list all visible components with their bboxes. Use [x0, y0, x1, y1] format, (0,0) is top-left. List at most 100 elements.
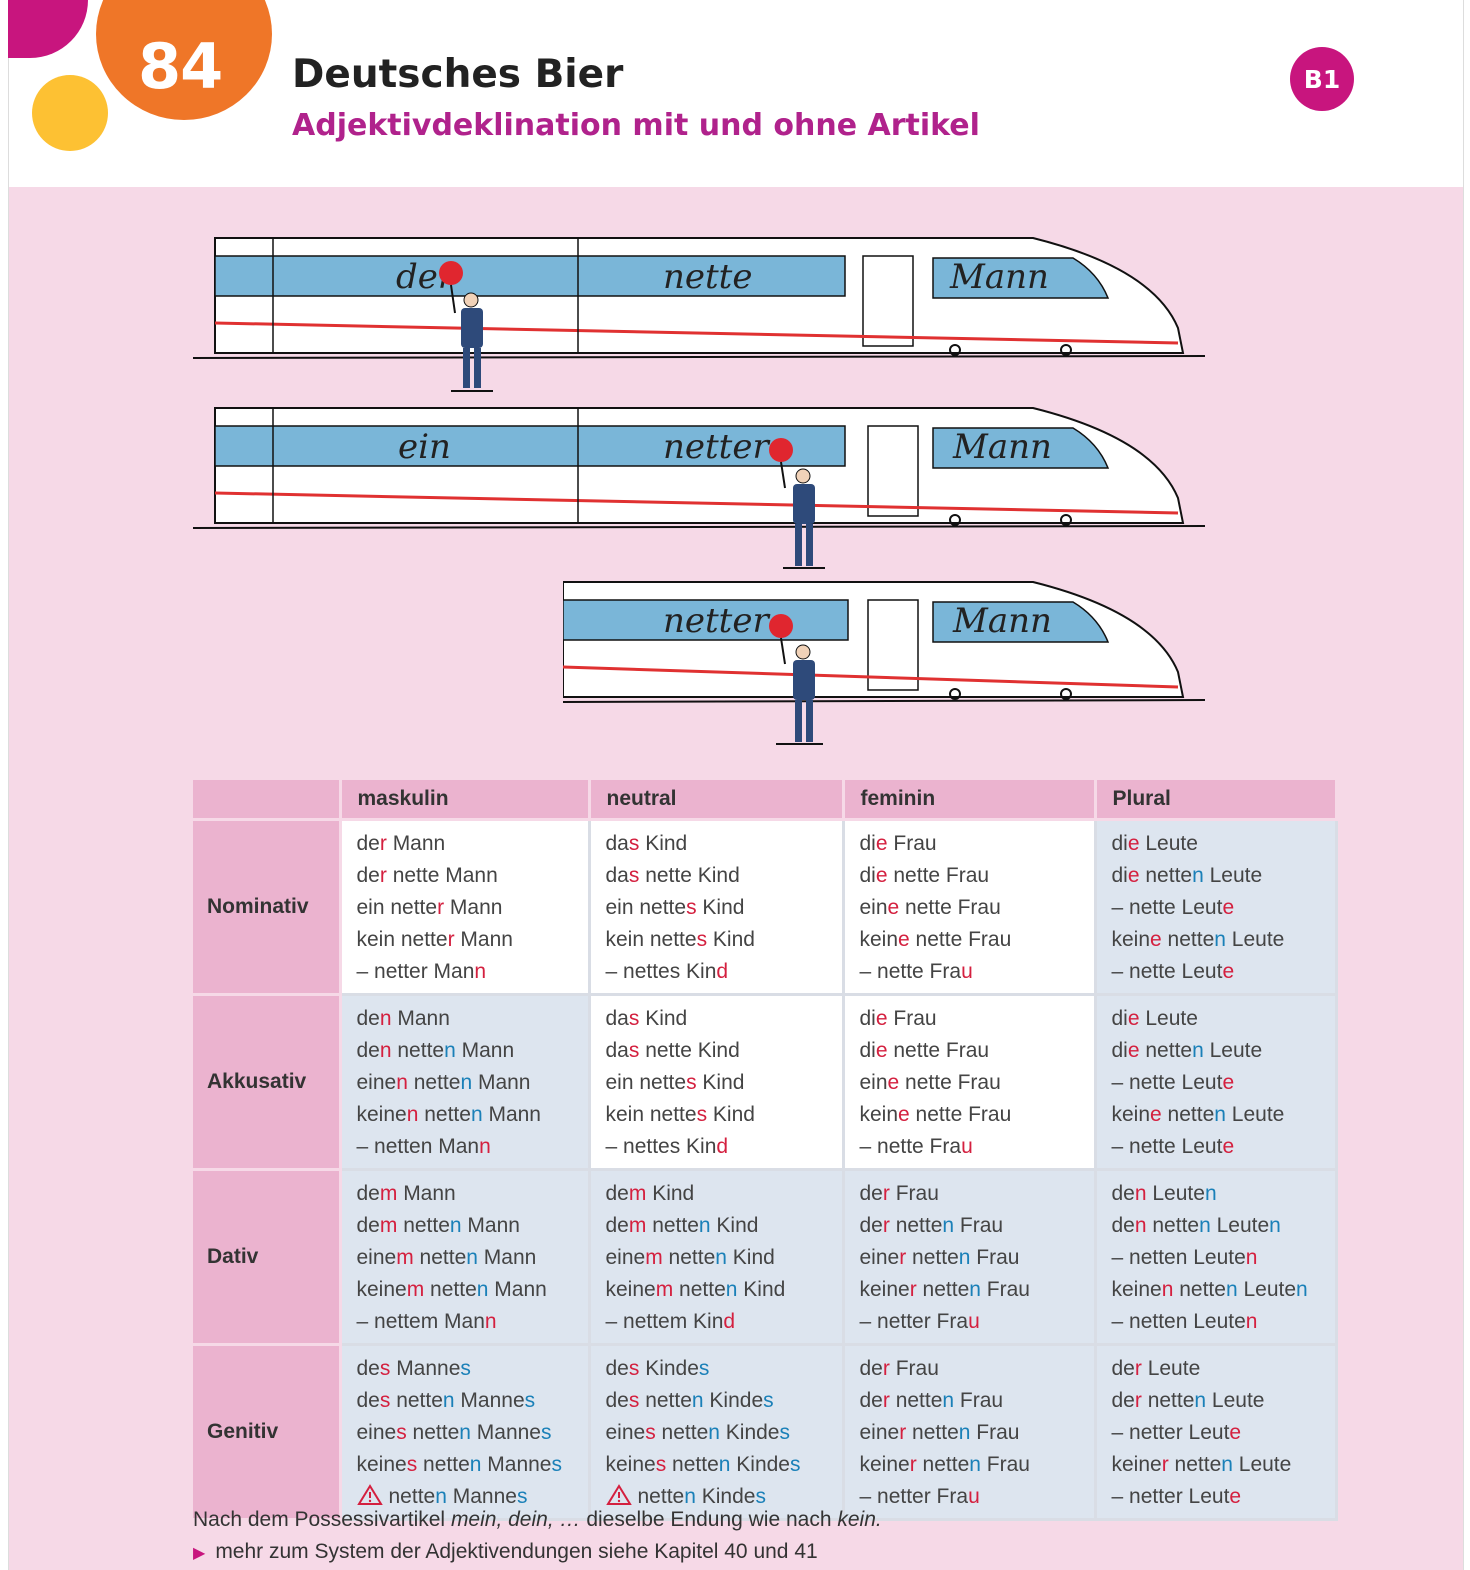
declension-form: kein nettes Kind [605, 928, 755, 951]
footnote-crossref[interactable]: ▶ mehr zum System der Adjektivendungen si… [193, 1540, 818, 1564]
declension-form: den Mann [356, 1007, 450, 1030]
declension-form: – nette Leute [1111, 1071, 1235, 1094]
declension-form: ein nettes Kind [605, 1071, 745, 1094]
declension-form: – netten Leuten [1111, 1310, 1258, 1333]
footnote-italic-1: mein, dein, … [450, 1508, 581, 1531]
conductor-figure-1 [451, 292, 493, 392]
chapter-number: 84 [138, 30, 223, 103]
table-cell: der Frau der netten Frau einer netten Frau… [843, 1344, 1097, 1521]
declension-form: der Frau [859, 1357, 939, 1380]
declension-form: – nette Leute [1111, 896, 1235, 919]
case-label: Akkusativ [193, 994, 342, 1171]
declension-form: das Kind [605, 832, 688, 855]
declension-form: – netter Leute [1111, 1485, 1242, 1508]
table-row: Nominativ der Mann der nette Mann ein nette… [193, 819, 1338, 996]
warning-icon [605, 1484, 632, 1516]
declension-form: der netten Frau [859, 1214, 1004, 1237]
declension-form: keine nette Frau [859, 1103, 1012, 1126]
table-corner [193, 780, 342, 821]
declension-form: den Leuten [1111, 1182, 1217, 1205]
footnote-text-mid: dieselbe Endung wie nach [580, 1508, 838, 1531]
table-cell: dem Kind dem netten Kind einem netten Kind… [589, 1169, 845, 1346]
train-word-noun: Mann [949, 257, 1049, 297]
train-word-article: ein [398, 427, 451, 467]
declension-form: keine netten Leute [1111, 928, 1285, 951]
declension-form: die Frau [859, 832, 937, 855]
declension-form: die netten Leute [1111, 1039, 1263, 1062]
declension-form: keines netten Mannes [356, 1453, 562, 1476]
declension-form: das Kind [605, 1007, 688, 1030]
train-word-adjective: netter [663, 601, 770, 641]
declension-form: der Leute [1111, 1357, 1201, 1380]
declension-form: die nette Frau [859, 1039, 990, 1062]
column-header-neutral: neutral [589, 780, 845, 821]
declension-form: – nette Frau [859, 960, 973, 983]
declension-form: eine nette Frau [859, 896, 1001, 919]
declension-form: die Leute [1111, 1007, 1198, 1030]
declension-form: den netten Leuten [1111, 1214, 1281, 1237]
declension-form: – netter Mann [356, 960, 487, 983]
declension-form: der netten Frau [859, 1389, 1004, 1412]
declension-form: kein nettes Kind [605, 1103, 755, 1126]
arrow-right-icon: ▶ [193, 1545, 206, 1562]
train-word-adjective: nette [663, 257, 752, 297]
declension-form: dem Kind [605, 1182, 695, 1205]
declension-form: – nettem Kind [605, 1310, 736, 1333]
declension-form: keinem netten Mann [356, 1278, 547, 1301]
level-badge: B1 [1290, 47, 1354, 111]
declension-form: eine nette Frau [859, 1071, 1001, 1094]
train-word-adjective: netter [663, 427, 770, 467]
case-label: Dativ [193, 1169, 342, 1346]
page-title: Deutsches Bier [292, 52, 624, 97]
conductor-figure-2 [783, 468, 825, 569]
declension-form: netten Mannes [356, 1481, 588, 1513]
declension-form: – netten Mann [356, 1135, 491, 1158]
declension-form: die Frau [859, 1007, 937, 1030]
declension-form: des netten Kindes [605, 1389, 774, 1412]
train-illustration-2: ein netter Mann [193, 398, 1208, 573]
declension-form: dem netten Kind [605, 1214, 759, 1237]
column-header-plural: Plural [1095, 780, 1338, 821]
train-word-noun: Mann [952, 601, 1052, 641]
declension-form: keine netten Leute [1111, 1103, 1285, 1126]
declension-form: – netter Leute [1111, 1421, 1242, 1444]
case-label: Genitiv [193, 1344, 342, 1521]
declension-form: keinem netten Kind [605, 1278, 786, 1301]
declension-form: – netter Frau [859, 1485, 980, 1508]
crossref-link[interactable]: mehr zum System der Adjektivendungen sie… [215, 1540, 818, 1563]
declension-form: – nettes Kind [605, 1135, 729, 1158]
declension-table: maskulin neutral feminin Plural Nominati… [193, 780, 1338, 1521]
declension-form: ein nettes Kind [605, 896, 745, 919]
table-cell: die Frau die nette Frau eine nette Frau kei… [843, 994, 1097, 1171]
table-header-row: maskulin neutral feminin Plural [193, 780, 1338, 821]
declension-form: den netten Mann [356, 1039, 515, 1062]
train-illustration-1: der nette Mann [193, 228, 1208, 398]
declension-form: einem netten Kind [605, 1246, 775, 1269]
declension-form: der netten Leute [1111, 1389, 1265, 1412]
declension-form: des Kindes [605, 1357, 710, 1380]
declension-form: – netter Frau [859, 1310, 980, 1333]
declension-form: die Leute [1111, 832, 1198, 855]
declension-form: keinen netten Mann [356, 1103, 542, 1126]
case-label: Nominativ [193, 819, 342, 996]
column-header-feminin: feminin [843, 780, 1097, 821]
declension-form: der Mann [356, 832, 446, 855]
train-word-noun: Mann [952, 427, 1052, 467]
declension-form: der nette Mann [356, 864, 498, 887]
table-cell: die Leute die netten Leute – nette Leute ke… [1095, 994, 1338, 1171]
table-cell: den Leuten den netten Leuten – netten Leut… [1095, 1169, 1338, 1346]
declension-form: einer netten Frau [859, 1421, 1020, 1444]
